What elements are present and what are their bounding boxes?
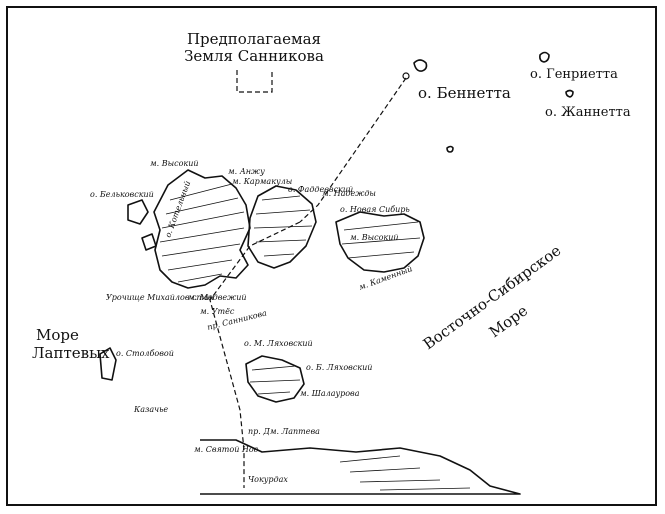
- mainland-hatch: [339, 455, 471, 491]
- place-label: о. М. Ляховский: [244, 339, 313, 348]
- mainland-coast: [200, 439, 521, 495]
- place-label: м. Каменный: [358, 264, 414, 292]
- place-label: м. Святой Нос: [194, 445, 259, 454]
- henrietta-island-label: о. Генриетта: [530, 67, 618, 82]
- new-siberia-hatch: [341, 221, 421, 259]
- laptev-sea-label-2: Лаптевых: [32, 344, 110, 362]
- place-label: м. Кармакулы: [232, 177, 292, 186]
- place-label: о. Бельковский: [90, 190, 154, 199]
- place-label: о. Б. Ляховский: [306, 363, 372, 372]
- sannikov-land-label-2: Земля Санникова: [184, 47, 324, 65]
- kotelny-island-shape: [153, 169, 251, 289]
- henrietta-island-shape: [539, 51, 550, 63]
- jeannette-island-label: о. Жаннетта: [545, 105, 631, 120]
- bunge-hatch: [253, 195, 313, 257]
- place-label: м. Надежды: [322, 189, 376, 198]
- place-label: м. Высокий: [350, 233, 399, 242]
- bunge-land-shape: [247, 185, 317, 269]
- map-frame: [6, 6, 657, 506]
- stolbovoy-island-shape: [99, 347, 117, 381]
- sannikov-land-label-1: Предполагаемая: [187, 30, 321, 48]
- laptev-sea-label-1: Море: [36, 326, 79, 344]
- place-label: м. Шалаурова: [300, 389, 360, 398]
- place-label: Чокурдах: [248, 475, 288, 484]
- small-island-2: [141, 233, 157, 251]
- route-to-bennett: [299, 77, 407, 223]
- place-label: о. Новая Сибирь: [340, 205, 410, 214]
- place-label: Урочище Михайлов стан: [106, 293, 214, 302]
- lyakhovsky-hatch: [249, 365, 301, 395]
- place-label: м. Медвежий: [188, 293, 247, 302]
- place-labels: м. Анжу м. Высокий м. Кармакулы о. Бельк…: [90, 159, 414, 484]
- place-label: пр. Дм. Лаптева: [248, 427, 320, 436]
- place-label: Казачье: [133, 405, 168, 414]
- place-label: о. Фаддеевский: [288, 185, 353, 194]
- place-label: м. Анжу: [228, 167, 265, 176]
- bennett-island-label: о. Беннетта: [418, 84, 511, 102]
- route-to-mainland: [209, 221, 301, 488]
- new-siberia-island-shape: [335, 211, 425, 273]
- belkovsky-island-shape: [127, 199, 149, 225]
- sannikov-land-outline: [236, 70, 273, 93]
- place-label: м. Высокий: [150, 159, 199, 168]
- place-label: м. Утёс: [200, 307, 235, 316]
- kotelny-hatch: [159, 183, 245, 283]
- small-island-shape: [446, 145, 454, 153]
- bennett-island-shape: [413, 59, 428, 72]
- small-lyakhovsky-island-shape: [245, 355, 305, 403]
- place-label: о. Столбовой: [116, 349, 174, 358]
- jeannette-island-shape: [565, 89, 574, 98]
